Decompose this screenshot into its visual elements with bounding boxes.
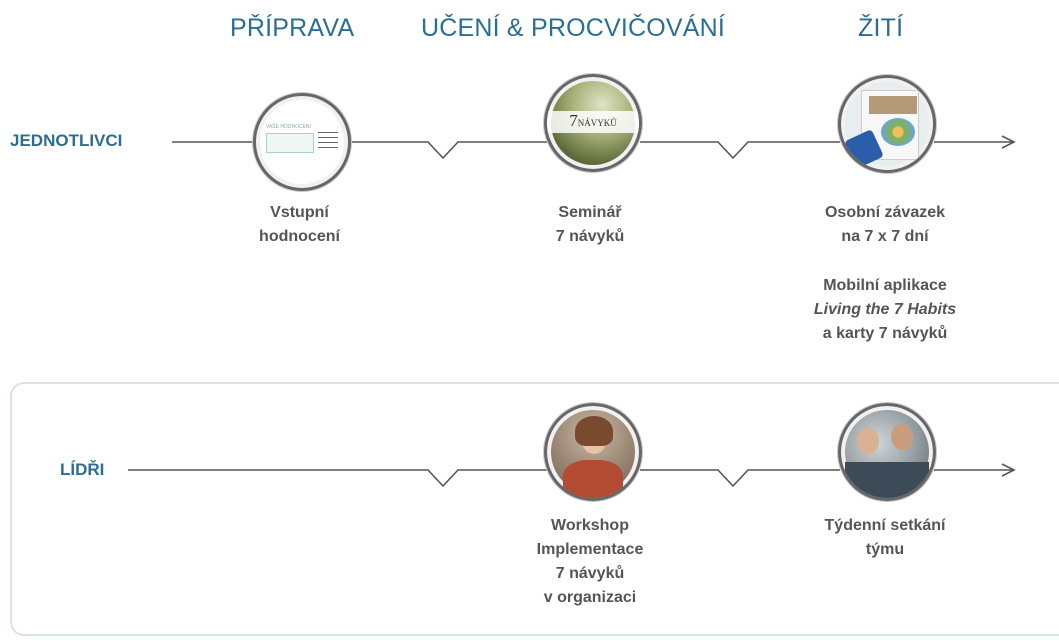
assessment-form-box xyxy=(266,133,314,153)
leaders-timeline xyxy=(128,469,547,488)
workshop-thumbnail xyxy=(544,403,642,501)
leaders-arrowhead xyxy=(1001,463,1016,477)
individuals-chevron-1 xyxy=(348,141,547,160)
assessment-thumbnail: VAŠE HODNOCENÍ xyxy=(253,93,351,191)
living-tools-photo xyxy=(869,96,917,114)
assessment-form-lines xyxy=(318,132,338,148)
team-person-2 xyxy=(891,424,913,450)
team-meeting-thumbnail xyxy=(838,403,936,501)
phase-preparation: PŘÍPRAVA xyxy=(230,14,355,42)
seminar-cover-number: 7 xyxy=(569,111,578,130)
row-label-leaders: LÍDŘI xyxy=(60,460,105,479)
individuals-arrowhead xyxy=(1001,135,1016,149)
leaders-chevron xyxy=(640,469,840,488)
assessment-form: VAŠE HODNOCENÍ xyxy=(266,124,338,164)
seminar-thumbnail: 7NÁVYKŮ xyxy=(544,74,642,172)
seminar-cover-word: NÁVYKŮ xyxy=(577,118,617,128)
leaders-panel xyxy=(10,382,1059,636)
phase-learning: UČENÍ & PROCVIČOVÁNÍ xyxy=(421,14,726,42)
assessment-form-title: VAŠE HODNOCENÍ xyxy=(266,124,311,130)
phase-living: ŽITÍ xyxy=(858,14,904,42)
living-tools-target xyxy=(881,118,915,146)
team-table xyxy=(845,462,929,498)
workshop-person-body xyxy=(563,460,623,498)
seminar-cover-band: 7NÁVYKŮ xyxy=(547,111,639,133)
workshop-person-hair xyxy=(575,416,613,446)
team-person-1 xyxy=(857,428,879,454)
individuals-chevron-2 xyxy=(640,141,840,160)
row-label-individuals: JEDNOTLIVCI xyxy=(10,131,123,150)
living-tools-thumbnail xyxy=(838,75,936,173)
